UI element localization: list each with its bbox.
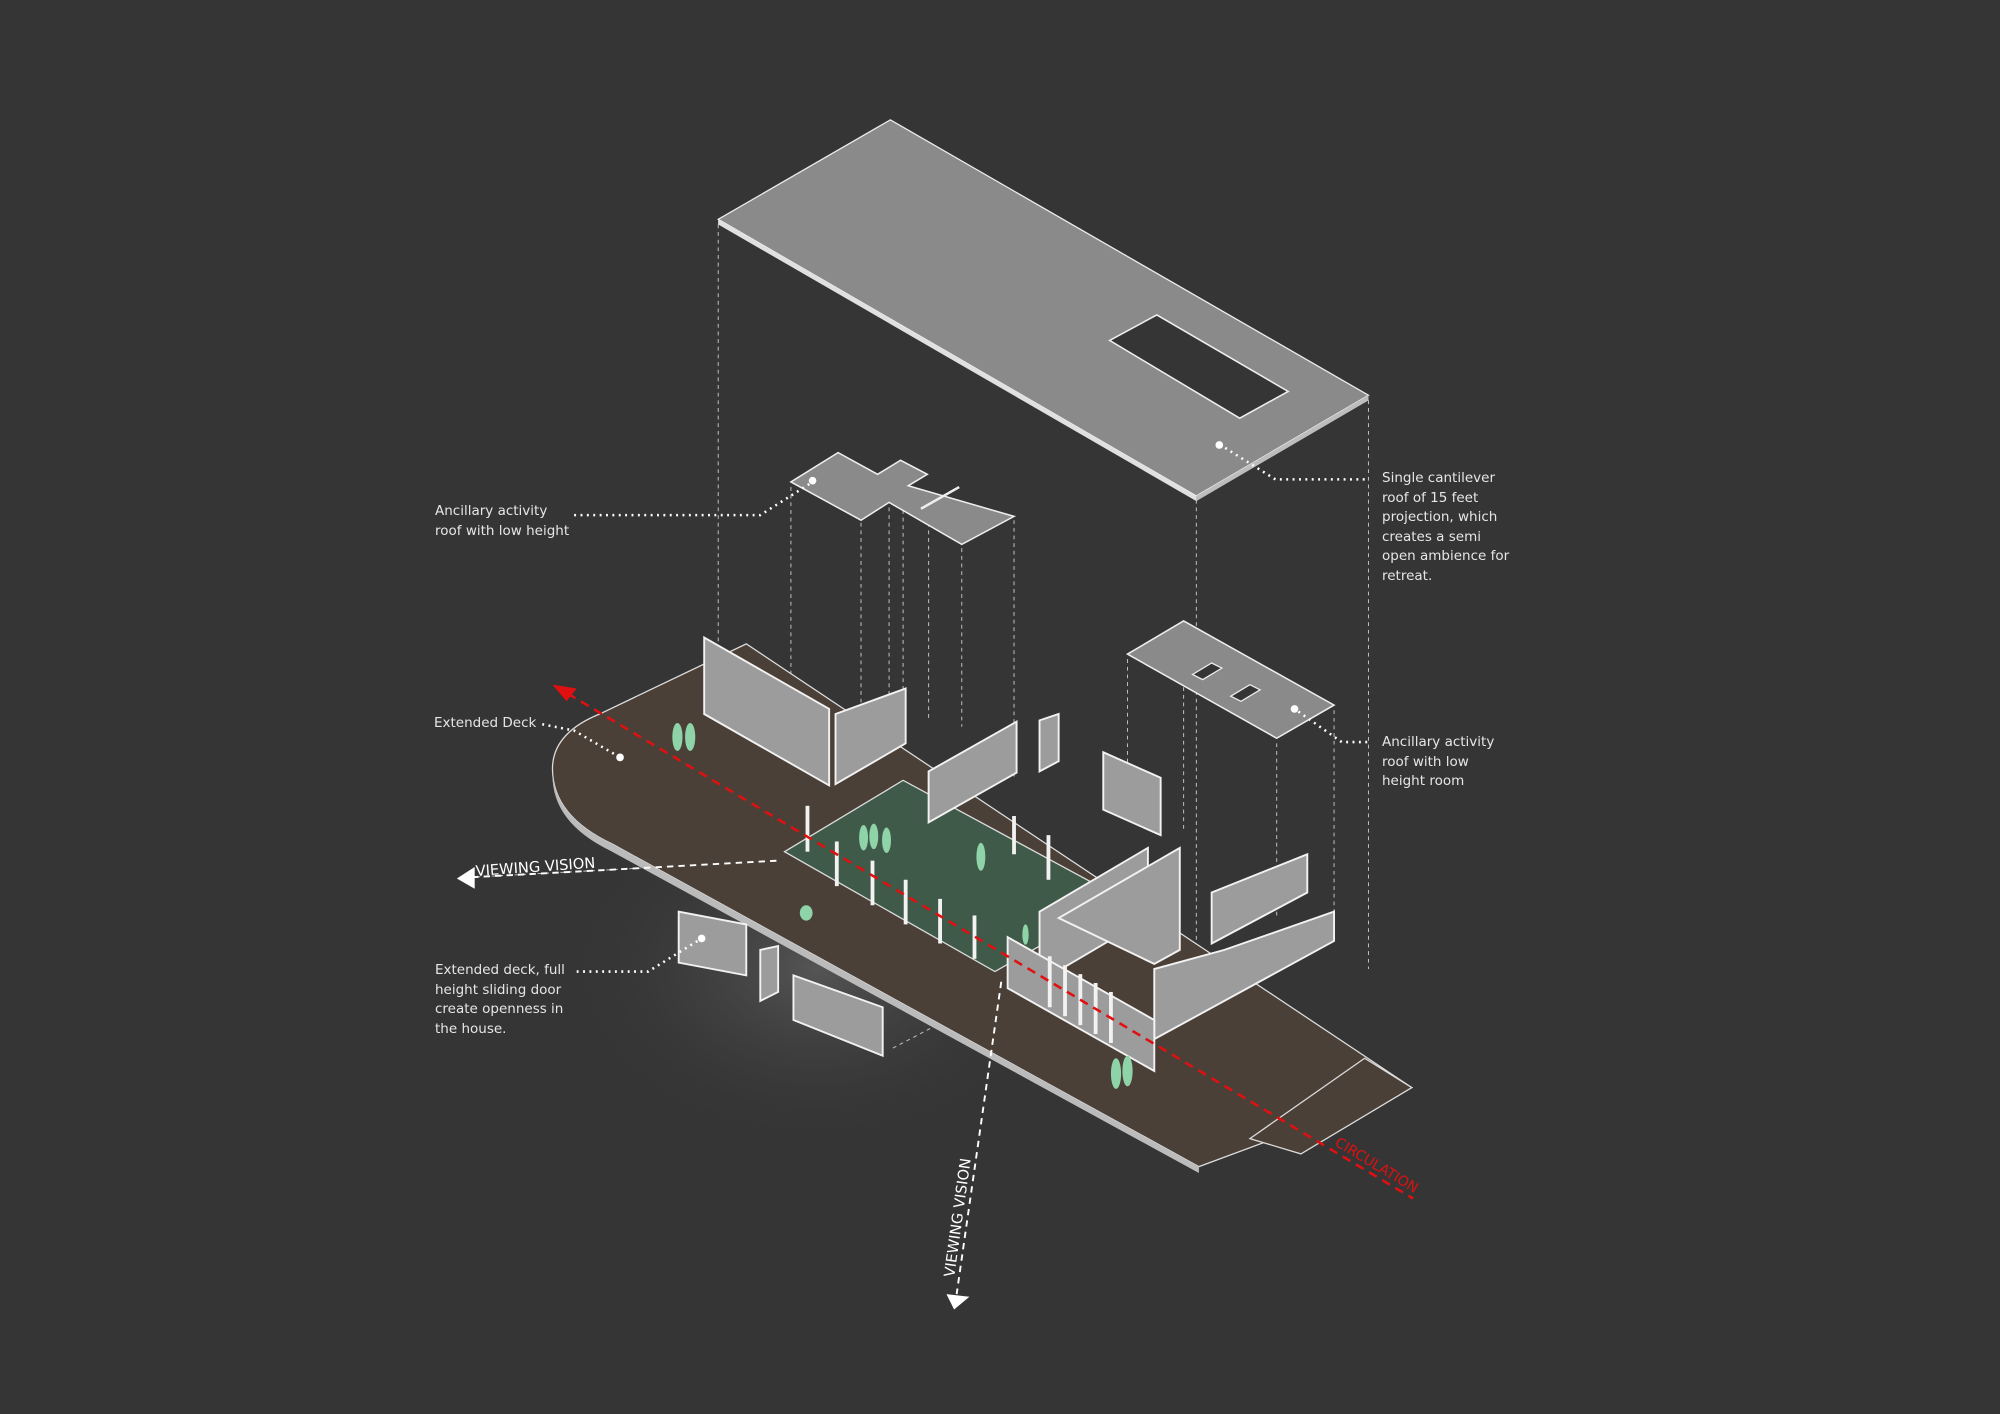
roof-skylight-opening [1108,314,1290,420]
viewing-vision-down-label: VIEWING VISION [941,1157,975,1278]
cantilever-roof [716,119,1370,502]
leader-lines [542,443,1368,973]
label-extended-deck: Extended Deck [434,715,537,731]
circulation-arrowhead [552,684,577,702]
leader-dots [616,441,1299,943]
label-ancillary-roof-room: Ancillary activity roof with low height … [1382,734,1495,789]
people-figures [672,722,1133,1089]
steps [1248,1057,1414,1155]
circulation-label: CIRCULATION [1332,1135,1421,1197]
ancillary-roof-right [1125,620,1336,740]
label-ancillary-roof-low: Ancillary activity roof with low height [435,503,570,539]
label-cantilever-roof: Single cantilever roof of 15 feet projec… [1382,470,1510,584]
viewing-vision-left-label: VIEWING VISION [475,855,596,880]
roof-slot [920,485,960,510]
ancillary-roof-small [789,451,1017,546]
label-sliding-door: Extended deck, full height sliding door … [435,962,565,1037]
walls [677,635,1336,1073]
